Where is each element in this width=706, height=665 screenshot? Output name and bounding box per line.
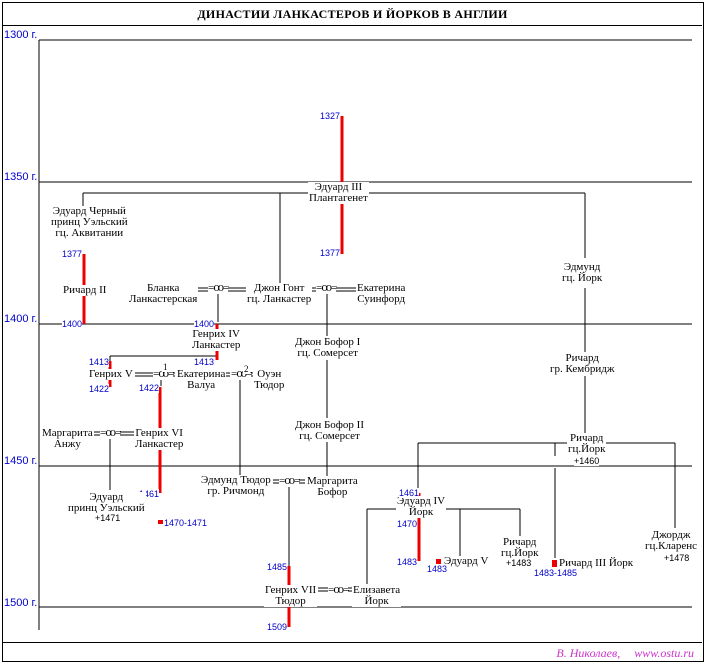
title-box: ДИНАСТИИ ЛАНКАСТЕРОВ И ЙОРКОВ В АНГЛИИ [3, 3, 702, 26]
reign-start-edward3: 1327 [320, 111, 341, 121]
marriage-catherine-owen: =ꝏ= [231, 368, 252, 380]
reign-edward5: 1483 [427, 564, 448, 574]
marriage-edmund-margaret: =ꝏ= [279, 475, 300, 487]
reign-start-edward4: 1461 [399, 488, 420, 498]
reign-extra-henry6: 1470-1471 [164, 518, 208, 528]
person-richard3: Ричард III Йорк [558, 557, 635, 569]
death-george-clarence: +1478 [664, 553, 690, 563]
reign-end-henry6: 1461 [139, 489, 160, 499]
chart-title: ДИНАСТИИ ЛАНКАСТЕРОВ И ЙОРКОВ В АНГЛИИ [197, 7, 508, 21]
reign-mark-henry6-restored [158, 520, 163, 524]
reign-start-henry5: 1413 [89, 357, 110, 367]
reign-end-henry5: 1422 [89, 384, 110, 394]
credit-author: В. Николаев, [556, 646, 621, 660]
reign-end-henry7: 1509 [267, 622, 288, 632]
reign-start-henry7: 1485 [267, 562, 288, 572]
death-richard-york-son: +1483 [506, 558, 532, 568]
marriage-order-2: 2 [243, 364, 250, 374]
year-label-1400: 1400 г. [4, 313, 38, 325]
year-label-1450: 1450 г. [4, 455, 38, 467]
reign-end-edward4: 1483 [397, 557, 418, 567]
marriage-order-1: 1 [162, 362, 169, 372]
reign-mark-edward5 [436, 559, 441, 564]
marriage-margaret-henry6: =ꝏ= [100, 427, 121, 439]
marriage-blanca-gaunt: =ꝏ= [208, 282, 229, 294]
reign-end-edward3: 1377 [320, 248, 341, 258]
reign-start-henry4: 1400 [194, 319, 215, 329]
reign-mid-edward4: 1470 [397, 519, 418, 529]
death-richard-york: +1460 [574, 456, 600, 466]
reign-richard3: 1483-1485 [534, 568, 578, 578]
credit-site-link[interactable]: www.ostu.ru [634, 646, 694, 660]
reign-end-richard2: 1400 [62, 319, 83, 329]
person-henry5: Генрих V [88, 368, 134, 380]
person-richard2: Ричард II [62, 284, 108, 296]
year-label-1300: 1300 г. [4, 29, 38, 41]
credit: В. Николаев, www.ostu.ru [556, 646, 694, 661]
year-label-1350: 1350 г. [4, 171, 38, 183]
death-edward-wales: +1471 [95, 513, 121, 523]
reign-end-henry4: 1413 [194, 357, 215, 367]
year-label-1500: 1500 г. [4, 597, 38, 609]
reign-start-richard2: 1377 [62, 249, 83, 259]
marriage-gaunt-swynford: =ꝏ= [316, 282, 337, 294]
marriage-henry5-catherine: =ꝏ= [153, 368, 174, 380]
reign-marks [158, 520, 557, 567]
marriage-henry7-elizabeth: =ꝏ= [328, 584, 349, 596]
reign-start-henry6: 1422 [139, 383, 160, 393]
footer: В. Николаев, www.ostu.ru [3, 642, 702, 663]
person-edward5: Эдуард V [443, 555, 490, 567]
reign-mark-richard3 [552, 560, 557, 567]
family-lines [82, 192, 676, 592]
